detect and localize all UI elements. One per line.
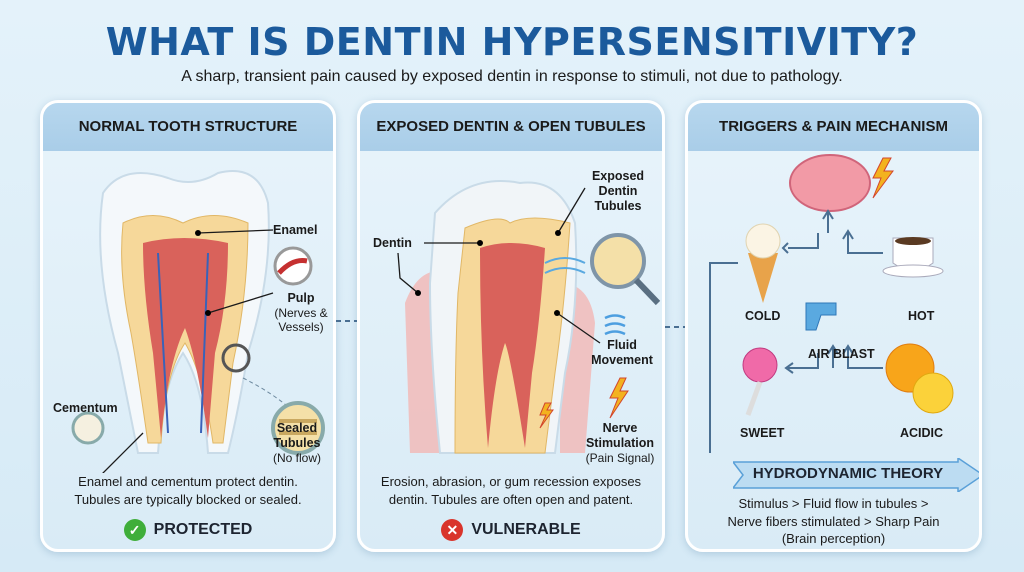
label-nerve-sub: (Pain Signal) [585, 451, 655, 465]
page-title: WHAT IS DENTIN HYPERSENSITIVITY? [105, 20, 919, 64]
label-dentin: Dentin [373, 236, 412, 250]
panel-title: TRIGGERS & PAIN MECHANISM [688, 103, 979, 151]
theory-line: Nerve fibers stimulated > Sharp Pain [727, 513, 940, 529]
exposed-tooth-illustration [397, 180, 661, 454]
theory-arrow-banner [733, 458, 979, 492]
trigger-cold: COLD [745, 309, 781, 323]
normal-tooth-illustration [71, 170, 325, 473]
trigger-sweet: SWEET [740, 426, 785, 440]
panel-normal-tooth: NORMAL TOOTH STRUCTURE Enamel Pulp(Nerve… [40, 100, 336, 552]
trigger-acidic: ACIDIC [900, 426, 944, 440]
label-enamel: Enamel [273, 223, 318, 237]
label-nerve-stimulation: Nerve Stimulation(Pain Signal) [575, 421, 662, 465]
air-blaster-icon [805, 302, 837, 331]
dashed-arrow-2 [665, 326, 687, 328]
status-text: PROTECTED [153, 521, 253, 538]
lightning-icon [872, 157, 894, 199]
status-text: VULNERABLE [471, 521, 581, 538]
panel-triggers: TRIGGERS & PAIN MECHANISM COLD HOT AIR B… [685, 100, 982, 552]
label-pulp-sub: (Nerves & Vessels) [274, 306, 328, 335]
x-icon: ✕ [441, 519, 464, 541]
theory-line: (Brain perception) [781, 531, 886, 547]
panel-exposed-dentin: EXPOSED DENTIN & OPEN TUBULES Dentin Exp… [357, 100, 665, 552]
brain-icon [789, 154, 871, 212]
theory-line: Stimulus > Fluid flow in tubules > [738, 496, 929, 511]
desc-line: Enamel and cementum protect dentin. [78, 474, 298, 489]
label-pulp-text: Pulp [287, 291, 315, 305]
label-cementum: Cementum [53, 401, 118, 415]
page-subtitle: A sharp, transient pain caused by expose… [181, 68, 843, 85]
label-fluid-movement: Fluid Movement [591, 338, 653, 367]
desc-line: dentin. Tubules are often open and paten… [388, 491, 634, 507]
status-vulnerable: ✕ VULNERABLE [360, 519, 662, 541]
label-sealed-text: Sealed Tubules [273, 421, 321, 450]
desc-line: Erosion, abrasion, or gum recession expo… [380, 474, 642, 489]
panel-title: EXPOSED DENTIN & OPEN TUBULES [360, 103, 662, 151]
panel-description: Enamel and cementum protect dentin. Tubul… [43, 473, 333, 508]
label-nerve-text: Nerve Stimulation [585, 421, 655, 450]
theory-title: HYDRODYNAMIC THEORY [752, 465, 944, 482]
label-exposed-tubules: Exposed Dentin Tubules [591, 169, 645, 213]
lollipop-icon [742, 347, 778, 383]
trigger-hot: HOT [908, 309, 935, 323]
ice-cream-cone-icon [748, 253, 778, 303]
label-sealed-sub: (No flow) [272, 451, 321, 465]
panel-title: NORMAL TOOTH STRUCTURE [43, 103, 333, 151]
desc-line: Tubules are typically blocked or sealed. [74, 491, 302, 507]
label-sealed-tubules: Sealed Tubules(No flow) [265, 421, 329, 465]
trigger-air-blast: AIR BLAST [808, 347, 875, 361]
panel-description: Erosion, abrasion, or gum recession expo… [360, 473, 662, 508]
status-protected: ✓ PROTECTED [43, 519, 333, 541]
triggers-illustration [709, 154, 954, 453]
theory-description: Stimulus > Fluid flow in tubules > Nerve … [688, 495, 979, 548]
label-pulp: Pulp(Nerves & Vessels) [271, 291, 331, 335]
check-icon: ✓ [123, 519, 146, 541]
